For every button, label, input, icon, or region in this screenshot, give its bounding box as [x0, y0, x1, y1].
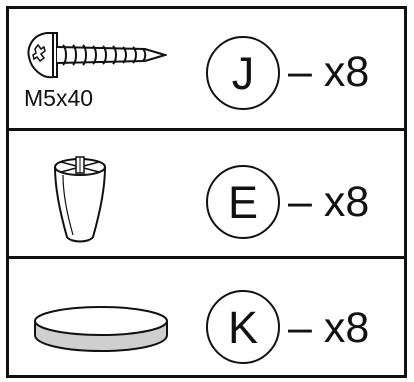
part-quantity: – x8 [288, 304, 370, 352]
part-row-j: M5x40 J – x8 [9, 9, 404, 125]
part-quantity: – x8 [288, 178, 370, 226]
part-letter-circle: J [206, 36, 280, 110]
part-row-k: K – x8 [9, 256, 404, 378]
furniture-leg-icon [54, 156, 106, 243]
screw-icon [27, 32, 167, 79]
parts-list-table: M5x40 J – x8 E – x8 K – x8 [6, 6, 407, 378]
screw-size-label: M5x40 [24, 85, 94, 111]
part-row-e: E – x8 [9, 128, 404, 256]
part-quantity: – x8 [288, 48, 370, 96]
part-letter-circle: K [206, 290, 280, 364]
felt-pad-icon [34, 306, 168, 353]
part-letter-circle: E [206, 165, 280, 239]
